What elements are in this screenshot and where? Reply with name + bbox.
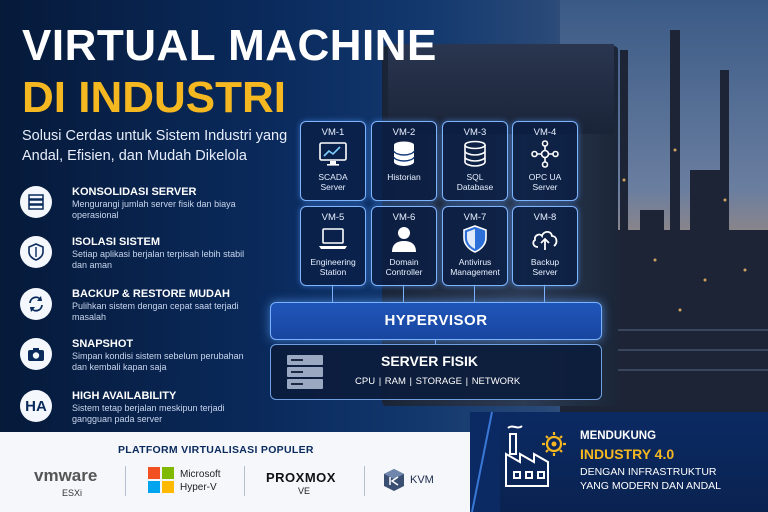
server-fisik-title: SERVER FISIK [381,353,478,369]
divider [125,466,126,496]
feature-title: SNAPSHOT [72,338,134,350]
industry-line-3: DENGAN INFRASTRUKTUR [580,466,717,478]
vm-id: VM-3 [463,127,487,138]
server-fisik-layer[interactable]: SERVER FISIK CPU | RAM | STORAGE | NETWO… [270,344,602,400]
user-icon [392,227,416,252]
ha-icon: HA [20,390,52,422]
industry-line-4: YANG MODERN DAN ANDAL [580,480,721,492]
vm-id: VM-8 [533,212,557,223]
hypervisor-layer[interactable]: HYPERVISOR [270,302,602,340]
server-top-drives [388,44,614,134]
camera-icon [20,338,52,370]
feature-desc: Mengurangi jumlah server fisik dan biaya… [72,199,236,220]
microsoft-sub: Hyper-V [180,482,217,493]
vm-id: VM-1 [321,127,345,138]
platforms-title: PLATFORM VIRTUALISASI POPULER [118,444,314,456]
vmware-logo: vmware [34,466,98,485]
vmware-sub: ESXi [62,488,83,498]
laptop-icon [319,228,347,249]
feature-desc: Simpan kondisi sistem sebelum perubahan … [72,351,244,372]
server-icon [20,186,52,218]
network-nodes-icon [531,140,559,168]
feature-desc: Sistem tetap berjalan meskipun terjadi g… [72,403,225,424]
subtitle: Solusi Cerdas untuk Sistem Industri yang… [22,128,288,164]
factory-gear-icon [505,425,566,487]
kvm-name: KVM [410,474,434,486]
sync-icon [20,288,52,320]
feature-title: HIGH AVAILABILITY [72,390,177,402]
vm-id: VM-7 [463,212,487,223]
vm-id: VM-2 [392,127,416,138]
industry-line-1: MENDUKUNG [580,430,657,442]
microsoft-logo-icon [148,467,174,493]
vm-card-2[interactable]: VM-2 Historian [371,121,437,201]
panel-edge [470,412,500,512]
server-fisik-specs: CPU | RAM | STORAGE | NETWORK [355,376,521,387]
vm-label: Historian [387,172,421,182]
vm-id: VM-6 [392,212,416,223]
cloud-upload-icon [532,230,558,250]
vm-id: VM-5 [321,212,345,223]
connector-line [332,284,333,302]
sql-database-icon [464,140,486,167]
database-icon [393,141,415,166]
title-line-2: DI INDUSTRI [22,73,286,122]
feature-desc: Setiap aplikasi berjalan terpisah lebih … [72,249,245,270]
divider [244,466,245,496]
feature-desc: Pulihkan sistem dengan cepat saat terjad… [72,301,239,322]
feature-title: KONSOLIDASI SERVER [72,186,197,198]
proxmox-logo: PROXMOX [266,470,336,485]
divider [364,466,365,496]
industry-line-2: INDUSTRY 4.0 [580,446,675,462]
shield-check-icon [463,225,487,253]
connector-line [403,284,404,302]
microsoft-name: Microsoft [180,469,221,480]
vm-id: VM-4 [533,127,557,138]
title-line-1: VIRTUAL MACHINE [22,21,437,70]
shield-icon [20,236,52,268]
proxmox-sub: VE [298,486,311,496]
kvm-logo-icon [384,469,404,491]
feature-title: ISOLASI SISTEM [72,236,161,248]
connector-line [435,338,436,344]
rack-server-icon [287,355,323,389]
connector-line [544,284,545,302]
ha-badge: HA [25,397,47,415]
connector-line [474,284,475,302]
monitor-chart-icon [319,142,347,166]
feature-title: BACKUP & RESTORE MUDAH [72,288,230,300]
